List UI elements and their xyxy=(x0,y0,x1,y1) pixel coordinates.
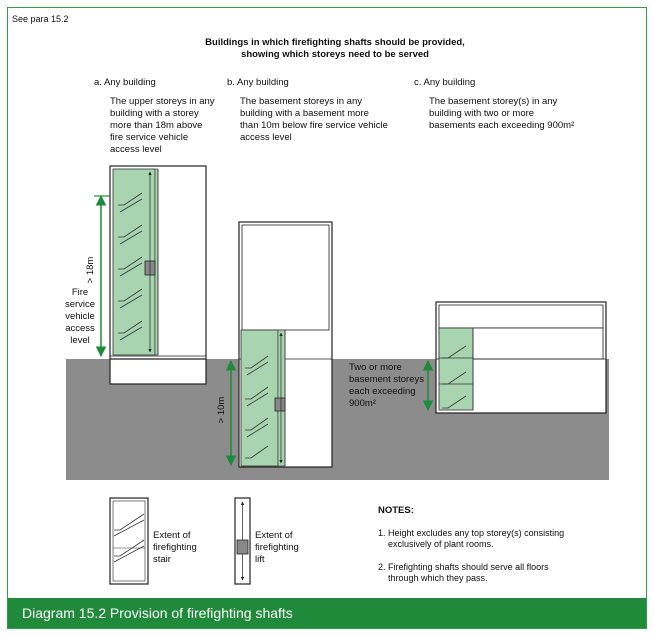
legend-lift-label: Extent of firefighting lift xyxy=(255,530,299,565)
case-a-description: The upper storeys in any building with a… xyxy=(110,96,215,155)
dimension-18m-label: > 18m xyxy=(85,256,96,284)
legend-stair-symbol xyxy=(109,497,149,585)
case-c-heading: c. Any building xyxy=(414,77,476,88)
case-b-heading: b. Any building xyxy=(227,77,289,88)
notes-heading: NOTES: xyxy=(378,505,414,516)
case-c-description: The basement storey(s) in any building w… xyxy=(429,96,575,131)
dimension-10m-label: > 10m xyxy=(216,396,227,424)
diagram-title: Buildings in which firefighting shafts s… xyxy=(205,37,465,60)
reference-text: See para 15.2 xyxy=(12,14,69,24)
note-1: 1. Height excludes any top storey(s) con… xyxy=(378,528,565,549)
fire-service-access-label: Fire service vehicle access level xyxy=(64,287,96,346)
note-2: 2. Firefighting shafts should serve all … xyxy=(378,562,549,583)
legend-stair-label: Extent of firefighting stair xyxy=(153,530,197,565)
building-a xyxy=(109,165,207,385)
building-c xyxy=(435,301,607,414)
diagram-caption: Diagram 15.2 Provision of firefighting s… xyxy=(22,605,293,621)
building-b xyxy=(238,221,333,468)
basement-storeys-label: Two or more basement storeys each exceed… xyxy=(349,362,424,409)
case-b-description: The basement storeys in any building wit… xyxy=(240,96,388,143)
firefighting-lift-car-b xyxy=(274,397,286,412)
case-a-heading: a. Any building xyxy=(94,77,156,88)
legend-lift-symbol xyxy=(234,497,251,585)
firefighting-stair-c xyxy=(438,327,474,411)
caption-bar: Diagram 15.2 Provision of firefighting s… xyxy=(8,598,646,628)
outer-border xyxy=(7,7,647,629)
